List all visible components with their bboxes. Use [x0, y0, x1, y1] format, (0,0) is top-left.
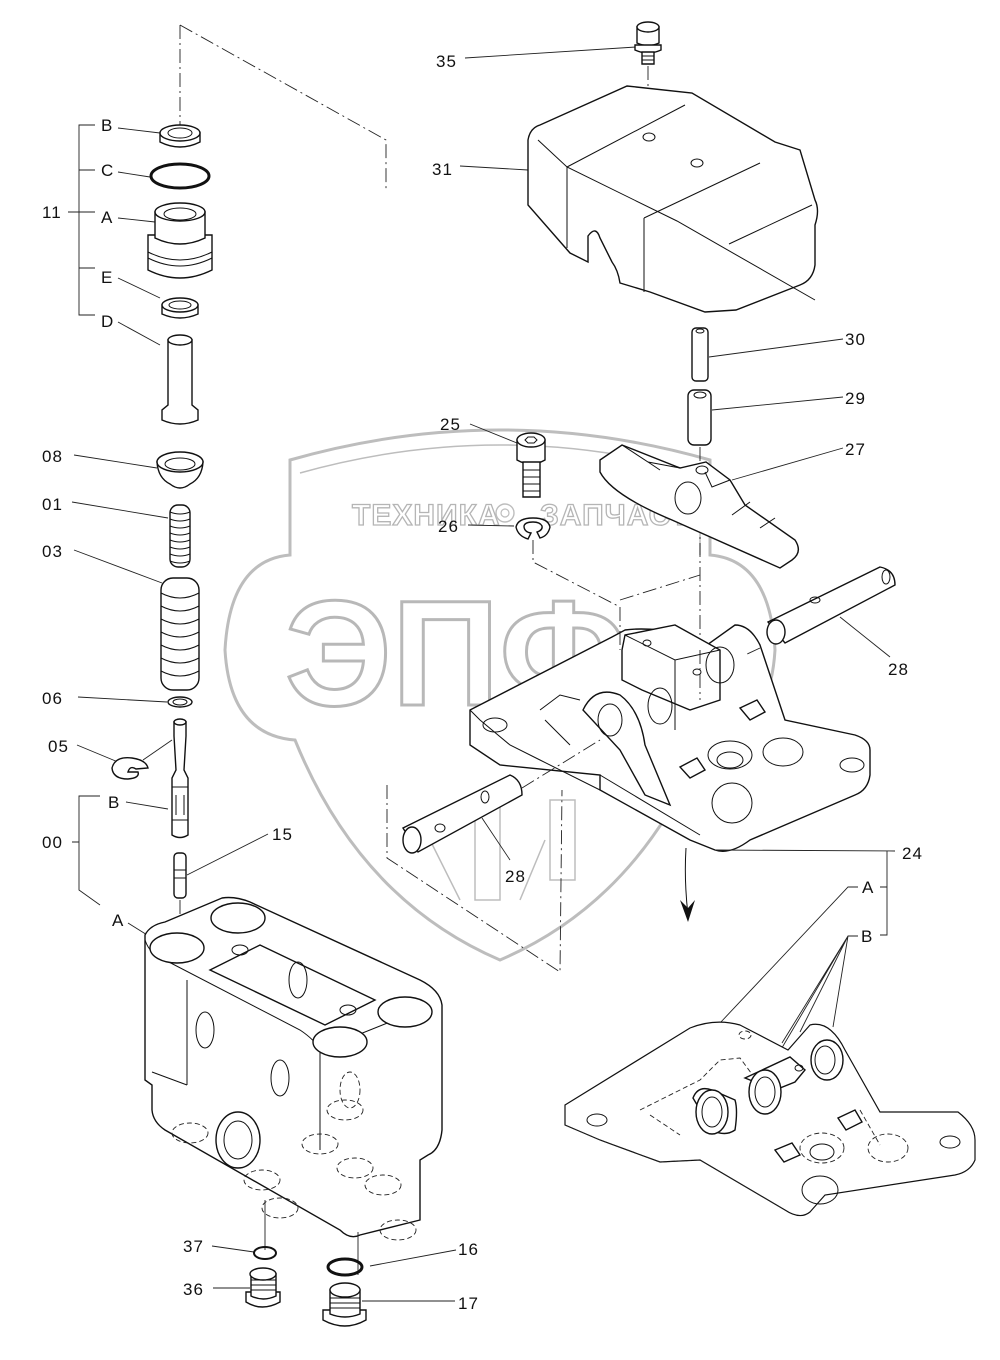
part-25-socket-bolt — [516, 432, 546, 498]
group-11-bracket — [68, 124, 95, 316]
callout-00: 00 — [42, 833, 63, 852]
callout-06: 06 — [42, 689, 63, 708]
part-36-plug — [245, 1267, 281, 1308]
callout-00-B: B — [108, 793, 120, 812]
part-11-B-ring — [159, 124, 201, 148]
callout-11-C: C — [101, 161, 114, 180]
callout-11-B: B — [101, 116, 113, 135]
part-00-B-spool — [171, 718, 189, 839]
callout-05: 05 — [48, 737, 69, 756]
callout-08: 08 — [42, 447, 63, 466]
watermark-left-word: ТЕХНИКА — [352, 499, 501, 532]
callout-24-B: B — [861, 927, 873, 946]
callout-00-A: A — [112, 911, 124, 930]
callout-17: 17 — [458, 1294, 479, 1313]
callout-28-left: 28 — [505, 867, 526, 886]
axis-line-left — [179, 24, 387, 190]
part-01-inner-spring — [169, 504, 191, 568]
part-11-A-plug — [147, 202, 213, 279]
part-11-C-oring — [149, 162, 211, 190]
callout-11-A: A — [101, 208, 113, 227]
callout-24: 24 — [902, 844, 923, 863]
watermark-shield-outline — [223, 428, 777, 962]
callout-25: 25 — [440, 415, 461, 434]
part-05-retaining-washer — [111, 757, 149, 780]
callout-11-D: D — [101, 312, 114, 331]
part-24-assembled-view — [564, 1021, 976, 1217]
part-03-outer-spring — [160, 577, 200, 691]
part-08-seat — [156, 451, 204, 489]
group-00-bracket — [72, 795, 101, 906]
watermark-gear-icon — [495, 503, 515, 523]
part-35-bolt — [634, 21, 662, 65]
exploded-frame-line — [386, 785, 563, 973]
callout-36: 36 — [183, 1280, 204, 1299]
callout-29: 29 — [845, 389, 866, 408]
part-31-cover — [527, 85, 819, 313]
down-arrow-icon — [680, 847, 695, 922]
callout-26: 26 — [438, 517, 459, 536]
part-29-bushing — [687, 389, 712, 446]
part-11-D-sleeve — [161, 334, 199, 425]
part-15-pin — [173, 852, 187, 899]
callout-03: 03 — [42, 542, 63, 561]
callout-11: 11 — [42, 203, 62, 222]
part-28-pin-left — [401, 774, 523, 854]
callout-15: 15 — [272, 825, 293, 844]
part-24-plate-assembly — [469, 624, 871, 852]
part-26-snap-ring — [515, 517, 551, 540]
part-27-lever-cam — [599, 444, 800, 569]
callout-31: 31 — [432, 160, 453, 179]
part-17-plug — [322, 1282, 367, 1327]
callout-28-right: 28 — [888, 660, 909, 679]
callout-24-A: A — [862, 878, 874, 897]
callout-11-E: E — [101, 268, 113, 287]
part-30-pin — [691, 327, 709, 382]
part-11-E-seal — [161, 297, 199, 319]
part-28-pin-right — [766, 566, 896, 645]
part-37-oring — [253, 1246, 277, 1260]
callout-27: 27 — [845, 440, 866, 459]
callout-37: 37 — [183, 1237, 204, 1256]
part-16-oring — [326, 1257, 364, 1277]
callout-01: 01 — [42, 495, 63, 514]
callout-16: 16 — [458, 1240, 479, 1259]
callout-35: 35 — [436, 52, 457, 71]
callout-30: 30 — [845, 330, 866, 349]
watermark-wheat-icon — [429, 799, 576, 901]
part-00-A-body — [144, 896, 443, 1241]
part-06-washer — [167, 696, 193, 708]
